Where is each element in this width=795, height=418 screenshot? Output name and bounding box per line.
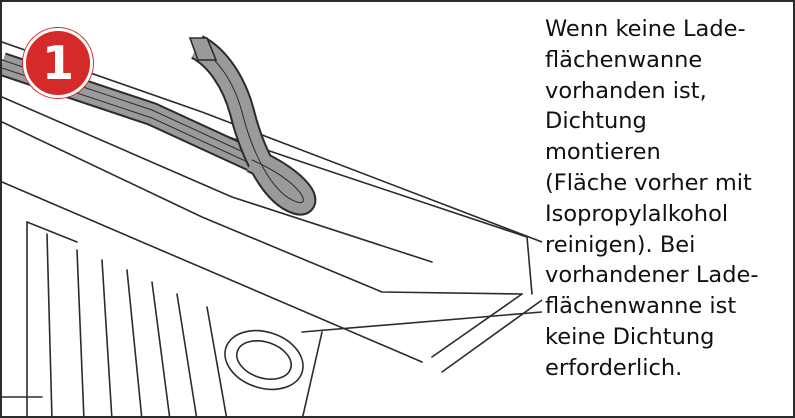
seal-installation-illustration: 1 [2,2,542,416]
rail-edge-line [2,181,423,363]
rail-edge-line [526,236,533,295]
instruction-text: Wenn keine Lade- flächenwanne vorhanden … [545,16,759,381]
side-panel-line [26,221,78,243]
oval-opening [224,329,304,391]
rail-edge-line [301,311,542,333]
side-panel-line [101,259,113,416]
rail-edge-line [441,299,542,373]
side-panel-line [76,249,85,416]
step-number: 1 [41,36,74,90]
side-panel-line [46,233,53,416]
bed-floor-line [302,331,323,416]
rail-edge-line [2,96,433,263]
side-panel-line [206,306,228,416]
rail-edge-line [431,293,523,358]
step-number-badge: 1 [23,28,93,98]
side-panel-line [176,293,198,416]
oval-opening-inner [235,340,293,380]
side-panel-line [151,281,171,416]
side-panel-line [126,269,143,416]
rail-edge-line [2,121,523,295]
